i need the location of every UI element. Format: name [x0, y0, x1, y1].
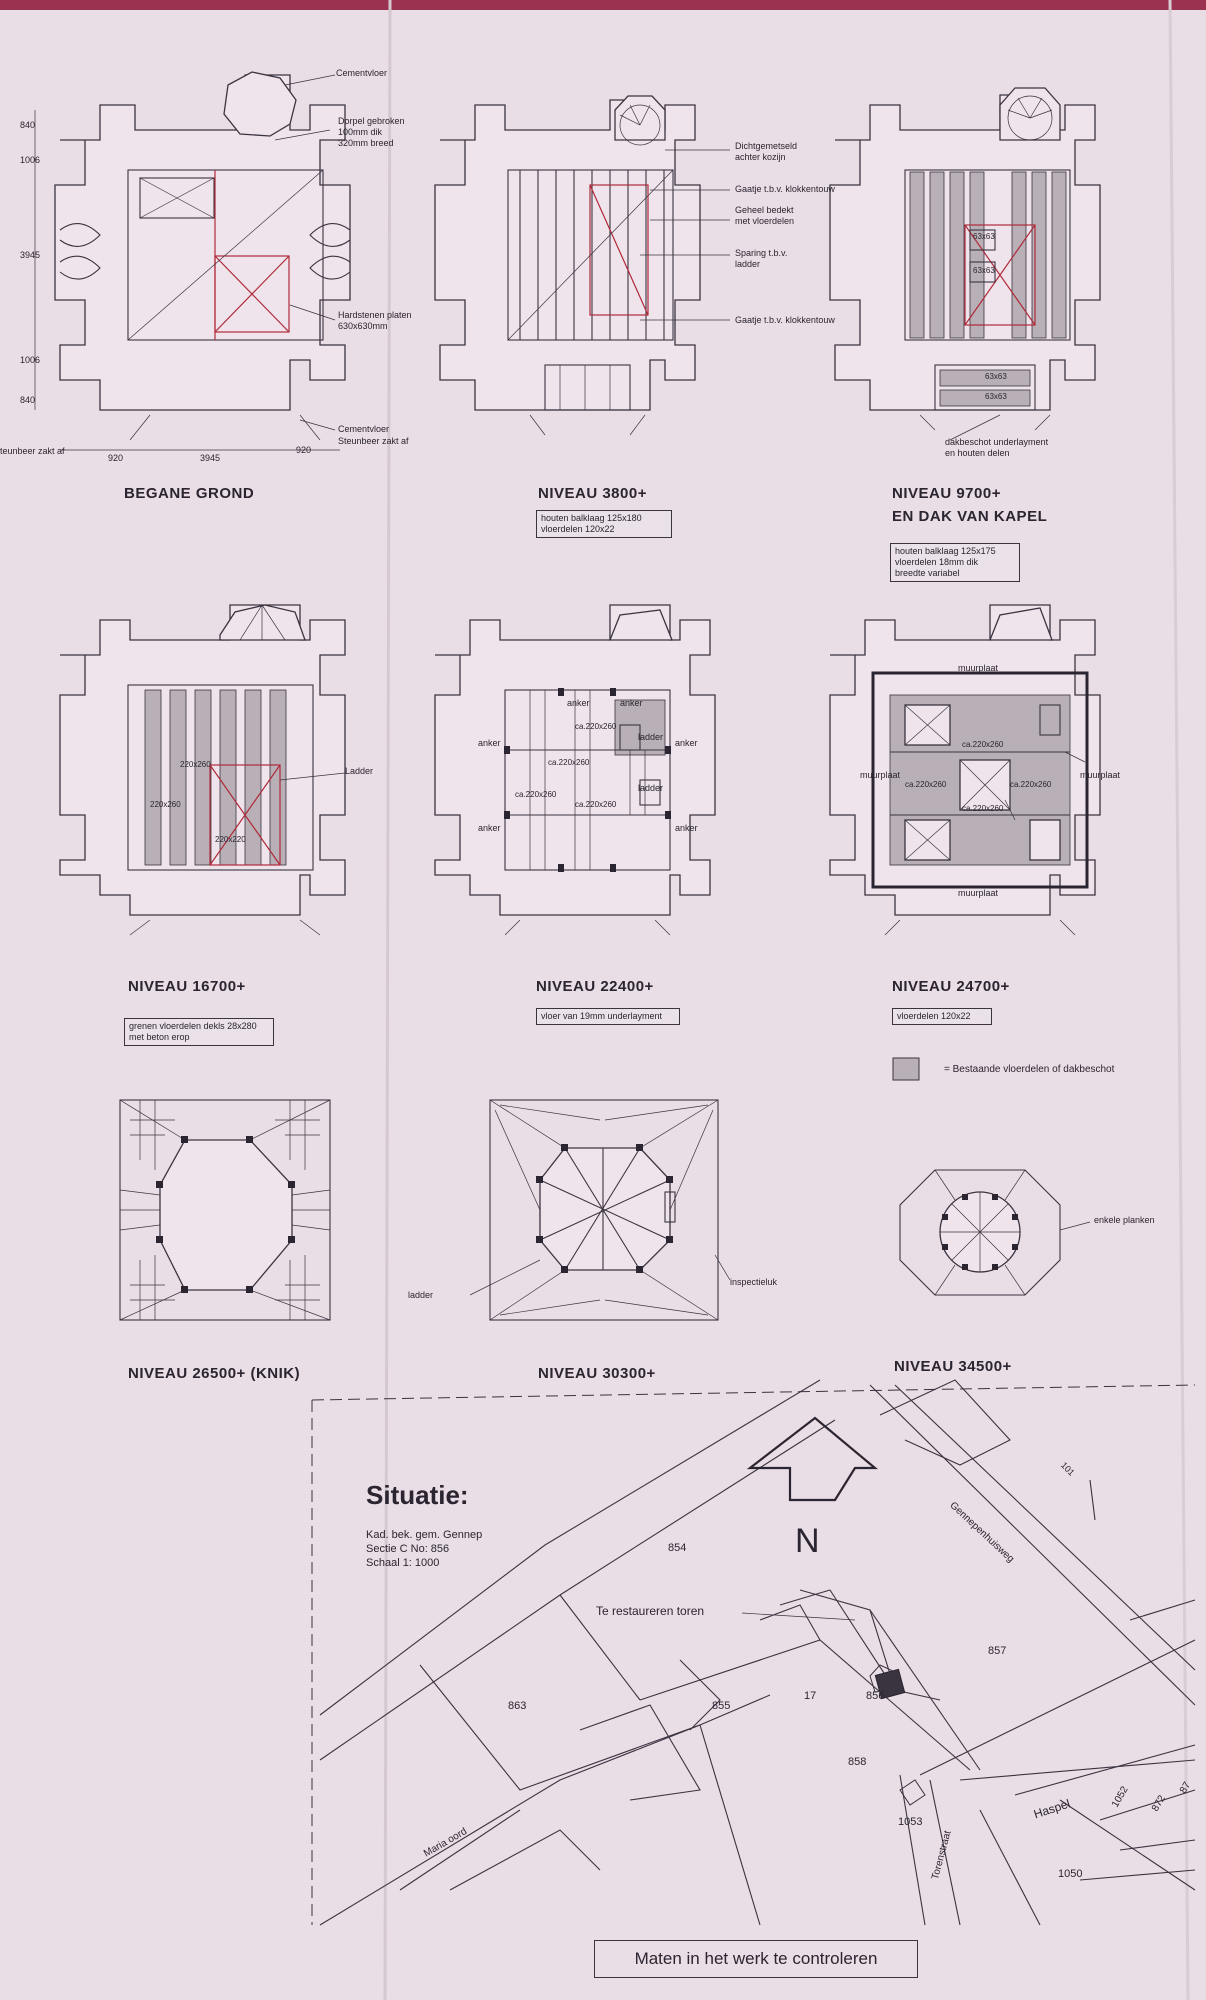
situatie-title: Situatie: — [366, 1480, 469, 1510]
footer-note: Maten in het werk te controleren — [594, 1940, 918, 1978]
legend-swatch — [892, 1057, 920, 1081]
plan-niveau-24700 — [829, 604, 1101, 936]
north-label: N — [795, 1522, 820, 1560]
target-label: Te restaureren toren — [596, 1604, 705, 1618]
spec-box-22400: vloer van 19mm underlayment — [536, 1008, 680, 1025]
title-begane-grond: BEGANE GROND — [124, 485, 255, 502]
title-niveau-30300: NIVEAU 30300+ — [538, 1365, 656, 1382]
north-arrow — [746, 1416, 879, 1502]
plan-niveau-30300 — [469, 1099, 731, 1321]
title-niveau-26500: NIVEAU 26500+ (KNIK) — [128, 1365, 301, 1382]
spec-box-16700: grenen vloerdelen dekls 28x280 met beton… — [124, 1018, 274, 1046]
title-niveau-9700: NIVEAU 9700+ — [892, 485, 1001, 502]
situatie-info: Kad. bek. gem. Gennep Sectie C No: 856 S… — [366, 1529, 483, 1569]
plan-niveau-34500 — [899, 1169, 1091, 1296]
plan-niveau-26500 — [119, 1099, 331, 1321]
spec-box-9700: houten balklaag 125x175 vloerdelen 18mm … — [890, 543, 1020, 582]
situatie-map — [311, 1379, 1196, 1926]
title-niveau-22400: NIVEAU 22400+ — [536, 978, 654, 995]
title-niveau-3800: NIVEAU 3800+ — [538, 485, 647, 502]
title-niveau-16700: NIVEAU 16700+ — [128, 978, 246, 995]
plan-niveau-3800 — [434, 95, 730, 436]
plan-niveau-16700 — [59, 604, 346, 936]
plan-niveau-22400 — [434, 604, 716, 936]
spec-box-3800: houten balklaag 125x180 vloerdelen 120x2… — [536, 510, 672, 538]
plan-begane-grond — [34, 71, 351, 451]
title-niveau-34500: NIVEAU 34500+ — [894, 1358, 1012, 1375]
plan-niveau-9700 — [829, 87, 1101, 441]
legend-text: = Bestaande vloerdelen of dakbeschot — [944, 1064, 1115, 1075]
spec-box-24700: vloerdelen 120x22 — [892, 1008, 992, 1025]
title-niveau-24700: NIVEAU 24700+ — [892, 978, 1010, 995]
subtitle-niveau-9700: EN DAK VAN KAPEL — [892, 508, 1048, 525]
